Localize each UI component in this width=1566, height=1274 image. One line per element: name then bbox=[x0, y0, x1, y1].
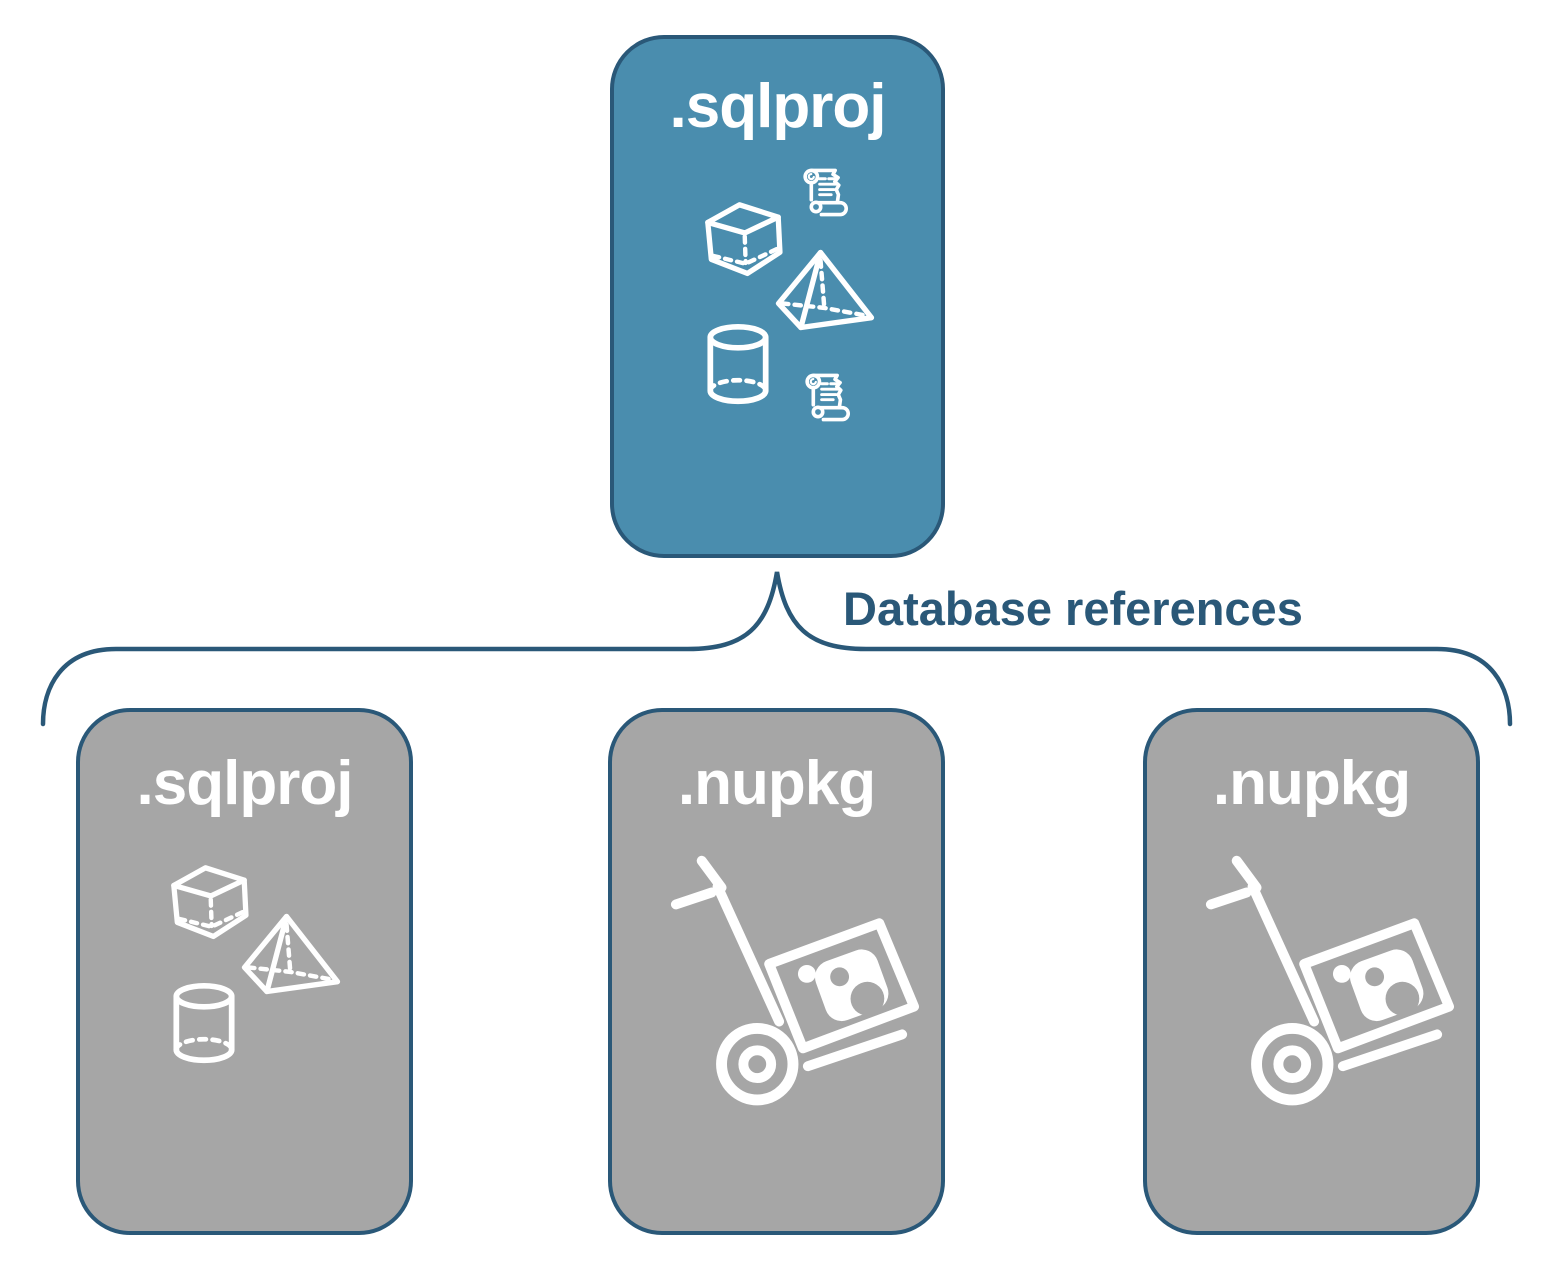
cube-icon bbox=[165, 862, 253, 944]
child-box-label: .sqlproj bbox=[136, 749, 354, 818]
cylinder-icon bbox=[171, 982, 237, 1066]
scroll-icon bbox=[803, 168, 849, 217]
cube-icon bbox=[699, 199, 787, 281]
connector-label: Database references bbox=[843, 582, 1303, 635]
hand-truck-package-icon bbox=[662, 850, 920, 1194]
child-box-nupkg-1: .nupkg bbox=[608, 708, 945, 1235]
pyramid-icon bbox=[241, 910, 341, 998]
pyramid-icon bbox=[775, 246, 875, 334]
child-box-sqlproj: .sqlproj bbox=[76, 708, 413, 1235]
root-box-sqlproj: .sqlproj bbox=[610, 35, 945, 558]
cylinder-icon bbox=[705, 323, 771, 407]
child-box-label: .nupkg bbox=[677, 749, 876, 818]
root-box-label: .sqlproj bbox=[669, 72, 887, 141]
hand-truck-package-icon bbox=[1197, 850, 1455, 1194]
child-box-nupkg-2: .nupkg bbox=[1143, 708, 1480, 1235]
child-box-label: .nupkg bbox=[1212, 749, 1411, 818]
scroll-icon bbox=[805, 373, 851, 422]
